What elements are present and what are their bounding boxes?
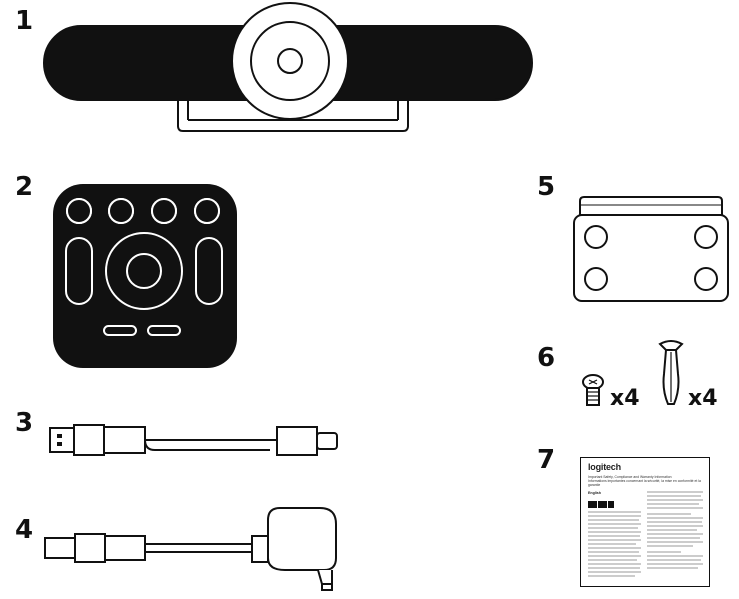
documentation-booklet: logitech Important Safety, Compliance an… (580, 457, 710, 587)
item-number-3: 3 (15, 408, 34, 438)
mounting-bracket-illustration (573, 196, 729, 302)
screw-quantity: x4 (610, 386, 640, 411)
booklet-text-lines (588, 491, 703, 577)
logitech-logo: logitech (588, 462, 621, 472)
remote-control-illustration (53, 184, 237, 368)
item-number-5: 5 (537, 172, 556, 202)
conference-camera-illustration (43, 2, 533, 132)
booklet-language: English (588, 491, 601, 495)
power-adapter-illustration (44, 507, 337, 591)
booklet-title: Important Safety, Compliance and Warrant… (588, 475, 706, 488)
booklet-title-en: Important Safety, Compliance and Warrant… (588, 475, 672, 479)
item-number-7: 7 (537, 445, 556, 475)
booklet-title-fr: Informations importantes concernant la s… (588, 479, 701, 488)
screw-illustration (582, 374, 604, 406)
item-number-6: 6 (537, 343, 556, 373)
wall-anchor-illustration (658, 340, 684, 405)
item-number-1: 1 (15, 6, 34, 36)
item-number-2: 2 (15, 172, 34, 202)
anchor-quantity: x4 (688, 386, 718, 411)
usb-cable-illustration (49, 424, 338, 456)
item-number-4: 4 (15, 515, 34, 545)
